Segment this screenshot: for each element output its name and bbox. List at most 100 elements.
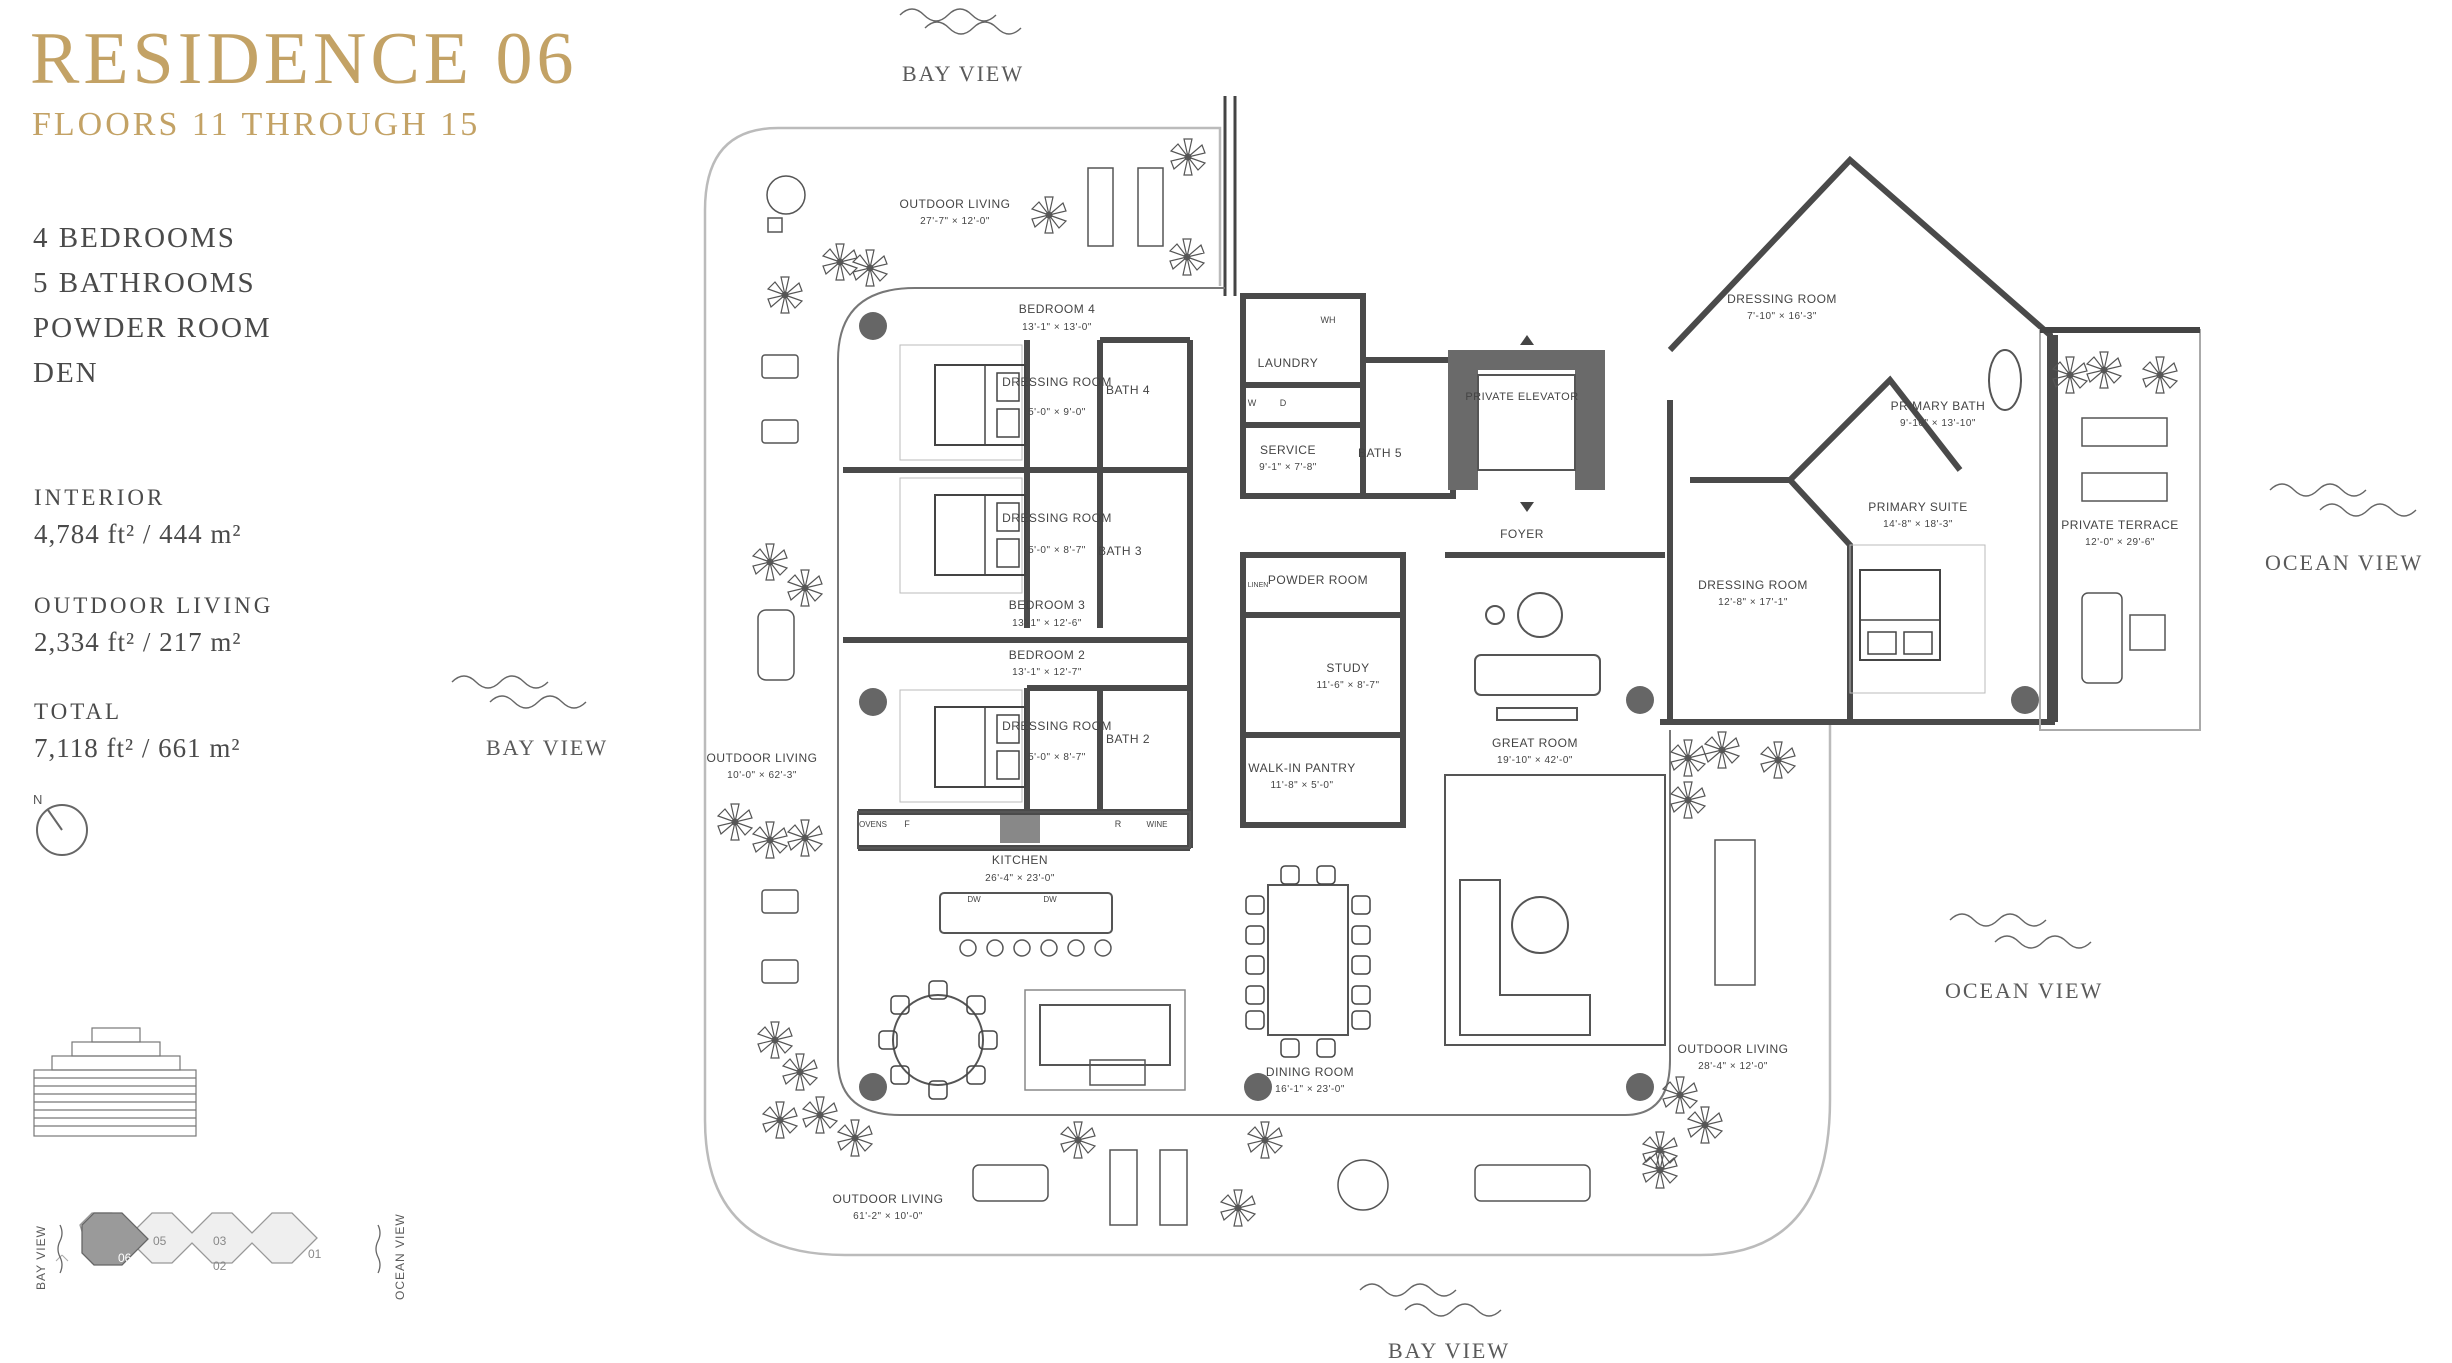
- bar-stools: [959, 939, 1112, 957]
- wave-icon: [924, 21, 1022, 35]
- primary-wing-walls: [1660, 155, 2058, 725]
- bathtub-icon: [1988, 349, 2022, 411]
- wave-icon: [1359, 1283, 1457, 1297]
- room-outdoor-living-top-dims: 27'-7" × 12'-0": [920, 216, 990, 227]
- room-outdoor-living-left-dims: 10'-0" × 62'-3": [727, 770, 797, 781]
- room-powder: POWDER ROOM: [1268, 573, 1368, 587]
- terrace-screen: [1223, 96, 1237, 296]
- kitchen-counter: [857, 811, 1191, 849]
- room-foyer: FOYER: [1500, 527, 1544, 541]
- keyplan-unit-03: 03: [213, 1234, 227, 1248]
- wave-icon: [2269, 483, 2367, 497]
- room-walkin-pantry-dims: 11'-8" × 5'-0": [1270, 780, 1333, 791]
- page-subtitle: FLOORS 11 THROUGH 15: [32, 106, 481, 143]
- terrace-loungers: [2081, 417, 2168, 684]
- room-kitchen-dims: 26'-4" × 23'-0": [985, 873, 1055, 884]
- room-outdoor-living-right-dims: 28'-4" × 12'-0": [1698, 1061, 1768, 1072]
- fixture-d: D: [1280, 398, 1287, 408]
- feature-bathrooms: 5 BATHROOMS: [33, 267, 256, 299]
- round-dining-table: [878, 980, 998, 1100]
- interior-stat: INTERIOR 4,784 ft² / 444 m²: [34, 486, 241, 548]
- room-bath3: BATH 3: [1098, 544, 1142, 558]
- great-room-furniture: [1444, 592, 1666, 1046]
- keyplan-unit-01: 01: [308, 1247, 322, 1261]
- wave-icon: [2319, 503, 2417, 517]
- room-bedroom4: BEDROOM 4: [1019, 302, 1096, 316]
- room-primary-bath: PRIMARY BATH: [1891, 399, 1986, 413]
- kitchen-island: [939, 892, 1113, 934]
- room-bedroom3: BEDROOM 3: [1009, 598, 1086, 612]
- room-study-dims: 11'-6" × 8'-7": [1316, 680, 1379, 691]
- room-outdoor-living-bottom-dims: 61'-2" × 10'-0": [853, 1211, 923, 1222]
- outdoor-value: 2,334 ft² / 217 m²: [34, 627, 242, 657]
- wave-icon: [451, 675, 549, 689]
- keyplan-unit-02: 02: [213, 1259, 227, 1273]
- room-great-room: GREAT ROOM: [1492, 736, 1578, 750]
- room-primary-suite: PRIMARY SUITE: [1868, 500, 1967, 514]
- room-dressing-b4-dims: 5'-0" × 9'-0": [1028, 407, 1086, 418]
- view-label-ocean-mid: OCEAN VIEW: [1945, 978, 2104, 1003]
- room-study: STUDY: [1326, 661, 1369, 675]
- room-bedroom4-dims: 13'-1" × 13'-0": [1022, 322, 1092, 333]
- wave-icon: [899, 8, 997, 22]
- keyplan-unit-06: 06: [118, 1251, 132, 1265]
- room-outdoor-living-left: OUTDOOR LIVING: [706, 751, 817, 765]
- room-bath5: BATH 5: [1358, 446, 1402, 460]
- triangle-down-icon: [1520, 502, 1534, 512]
- room-outdoor-living-bottom: OUTDOOR LIVING: [832, 1192, 943, 1206]
- room-dressing-b2: DRESSING ROOM: [1002, 719, 1112, 733]
- wave-icon: [1949, 913, 2047, 927]
- view-label-ocean-right: OCEAN VIEW: [2265, 550, 2424, 575]
- room-bath2: BATH 2: [1106, 732, 1150, 746]
- room-outdoor-living-right: OUTDOOR LIVING: [1677, 1042, 1788, 1056]
- fixture-dw: DW: [967, 895, 981, 904]
- room-dressing-primary-top: DRESSING ROOM: [1727, 292, 1837, 306]
- interior-value: 4,784 ft² / 444 m²: [34, 519, 242, 549]
- total-stat: TOTAL 7,118 ft² / 661 m²: [34, 700, 240, 762]
- dining-table: [1245, 865, 1371, 1058]
- room-walkin-pantry: WALK-IN PANTRY: [1248, 761, 1355, 775]
- outdoor-label: OUTDOOR LIVING: [34, 593, 274, 618]
- room-dressing-b3-dims: 5'-0" × 8'-7": [1028, 545, 1086, 556]
- wave-icon: [489, 695, 587, 709]
- fixture-w: W: [1248, 398, 1257, 408]
- feature-list: 4 BEDROOMS 5 BATHROOMS POWDER ROOM DEN: [33, 216, 272, 396]
- fixture-wine: WINE: [1147, 820, 1168, 829]
- terrace-outline: [703, 126, 1832, 1257]
- outdoor-stat: OUTDOOR LIVING 2,334 ft² / 217 m²: [34, 594, 273, 656]
- feature-powder-room: POWDER ROOM: [33, 312, 272, 344]
- sink-icon: [1000, 815, 1040, 843]
- primary-bed-icon: [1859, 569, 1941, 661]
- total-label: TOTAL: [34, 699, 123, 724]
- room-kitchen: KITCHEN: [992, 853, 1048, 867]
- fixture-f: F: [904, 819, 910, 829]
- room-dressing-primary-top-dims: 7'-10" × 16'-3": [1747, 311, 1817, 322]
- room-elevator: PRIVATE ELEVATOR: [1465, 391, 1578, 403]
- compass-n-label: N: [33, 792, 42, 807]
- room-dining: DINING ROOM: [1266, 1065, 1354, 1079]
- fixture-linen: LINEN: [1248, 582, 1269, 589]
- room-dressing-primary: DRESSING ROOM: [1698, 578, 1808, 592]
- total-value: 7,118 ft² / 661 m²: [34, 733, 241, 763]
- elevator-core: [1448, 350, 1605, 490]
- fixture-ovens: OVENS: [859, 820, 887, 829]
- rug: [1849, 544, 1986, 694]
- room-private-terrace-dims: 12'-0" × 29'-6": [2085, 537, 2155, 548]
- room-dining-dims: 16'-1" × 23'-0": [1275, 1084, 1345, 1095]
- room-service-dims: 9'-1" × 7'-8": [1259, 462, 1317, 473]
- column-markers: [859, 312, 2039, 1101]
- room-bath4: BATH 4: [1106, 383, 1150, 397]
- view-label-bay-left: BAY VIEW: [486, 735, 609, 760]
- room-outdoor-living-top: OUTDOOR LIVING: [899, 197, 1010, 211]
- room-great-room-dims: 19'-10" × 42'-0": [1497, 755, 1573, 766]
- keyplan: 06 05 03 02 01: [55, 1212, 381, 1274]
- wave-icon: [1404, 1303, 1502, 1317]
- room-dressing-b2-dims: 5'-0" × 8'-7": [1028, 752, 1086, 763]
- compass-icon: N: [33, 792, 88, 856]
- room-bedroom2-dims: 13'-1" × 12'-7": [1012, 667, 1082, 678]
- fixture-r: R: [1115, 819, 1122, 829]
- building-elevation-icon: [33, 1027, 197, 1137]
- room-bedroom3-dims: 13'-1" × 12'-6": [1012, 618, 1082, 629]
- room-dressing-b3: DRESSING ROOM: [1002, 511, 1112, 525]
